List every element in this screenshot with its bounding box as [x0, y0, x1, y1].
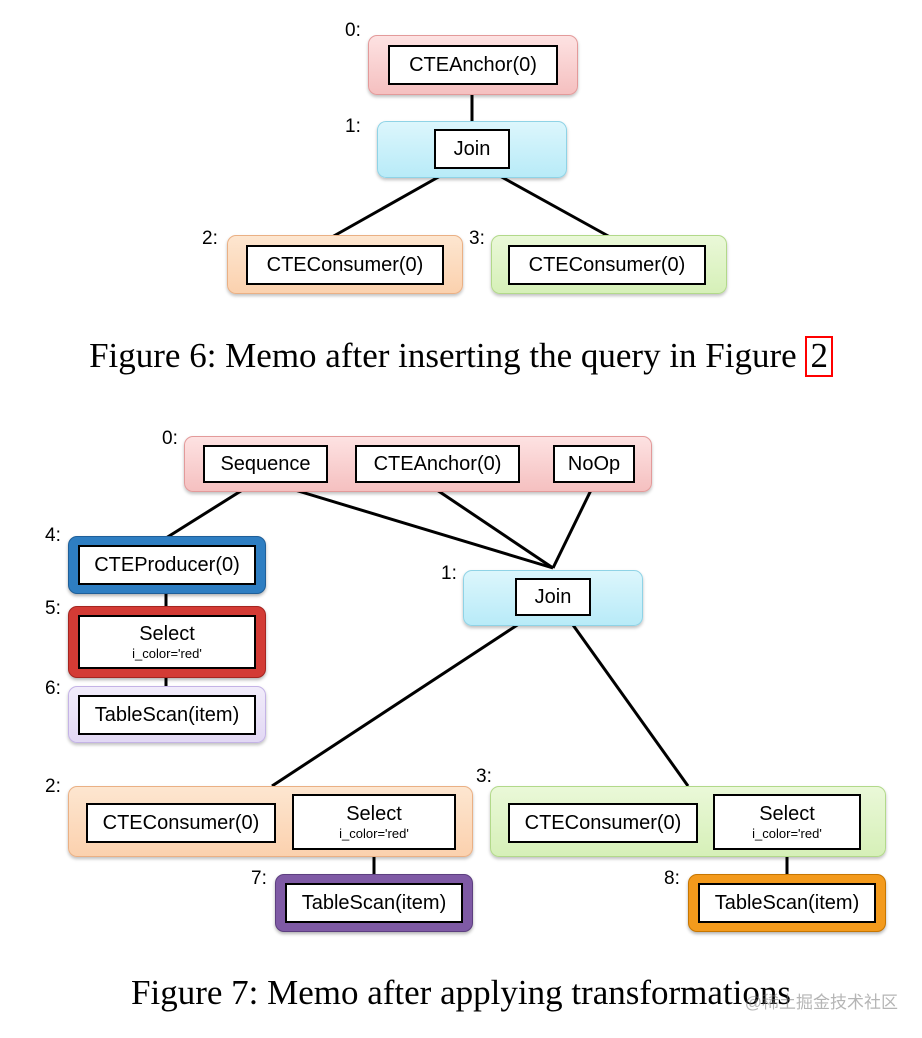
edge-f7-anchor-join — [427, 482, 554, 570]
edge-f7-noop-join — [551, 483, 596, 569]
group-id-label: 3: — [476, 766, 492, 787]
select-predicate: i_color='red' — [339, 825, 409, 841]
operator-cte-anchor: CTEAnchor(0) — [388, 45, 558, 85]
operator-table-scan: TableScan(item) — [78, 695, 256, 735]
group-id-label: 1: — [441, 563, 457, 584]
select-label: Select — [346, 802, 402, 825]
figure-7-caption: Figure 7: Memo after applying transforma… — [131, 973, 791, 1012]
operator-sequence: Sequence — [203, 445, 328, 483]
figure-6-caption: Figure 6: Memo after inserting the query… — [0, 336, 922, 377]
caption-text: Figure 6: Memo after inserting the query… — [89, 336, 797, 375]
group-id-label: 0: — [162, 428, 178, 449]
group-id-label: 4: — [45, 525, 61, 546]
select-label: Select — [139, 622, 195, 645]
group-id-label: 2: — [45, 776, 61, 797]
operator-select: Select i_color='red' — [713, 794, 861, 850]
edge-f7-sequence-producer — [165, 482, 253, 540]
operator-select: Select i_color='red' — [292, 794, 456, 850]
select-predicate: i_color='red' — [132, 645, 202, 661]
edge-f7-sequence-join — [274, 482, 554, 570]
operator-cte-consumer: CTEConsumer(0) — [86, 803, 276, 843]
operator-join: Join — [515, 578, 591, 616]
group-id-label: 3: — [469, 228, 485, 249]
edge-f7-join-2 — [271, 616, 529, 788]
select-label: Select — [759, 802, 815, 825]
watermark: @稀土掘金技术社区 — [744, 993, 898, 1012]
operator-join: Join — [434, 129, 510, 169]
group-id-label: 8: — [664, 868, 680, 889]
operator-cte-consumer: CTEConsumer(0) — [508, 245, 706, 285]
group-id-label: 5: — [45, 598, 61, 619]
group-id-label: 2: — [202, 228, 218, 249]
operator-select: Select i_color='red' — [78, 615, 256, 669]
operator-cte-producer: CTEProducer(0) — [78, 545, 256, 585]
edge-f7-join-3 — [566, 617, 690, 787]
group-id-label: 0: — [345, 20, 361, 41]
operator-table-scan: TableScan(item) — [698, 883, 876, 923]
operator-cte-consumer: CTEConsumer(0) — [246, 245, 444, 285]
select-predicate: i_color='red' — [752, 825, 822, 841]
operator-noop: NoOp — [553, 445, 635, 483]
group-id-label: 1: — [345, 116, 361, 137]
group-id-label: 7: — [251, 868, 267, 889]
operator-cte-anchor: CTEAnchor(0) — [355, 445, 520, 483]
figure-reference-link[interactable]: 2 — [805, 336, 833, 377]
edge-f6-1-3 — [497, 173, 611, 239]
edge-f6-1-2 — [331, 173, 443, 239]
operator-cte-consumer: CTEConsumer(0) — [508, 803, 698, 843]
operator-table-scan: TableScan(item) — [285, 883, 463, 923]
group-id-label: 6: — [45, 678, 61, 699]
